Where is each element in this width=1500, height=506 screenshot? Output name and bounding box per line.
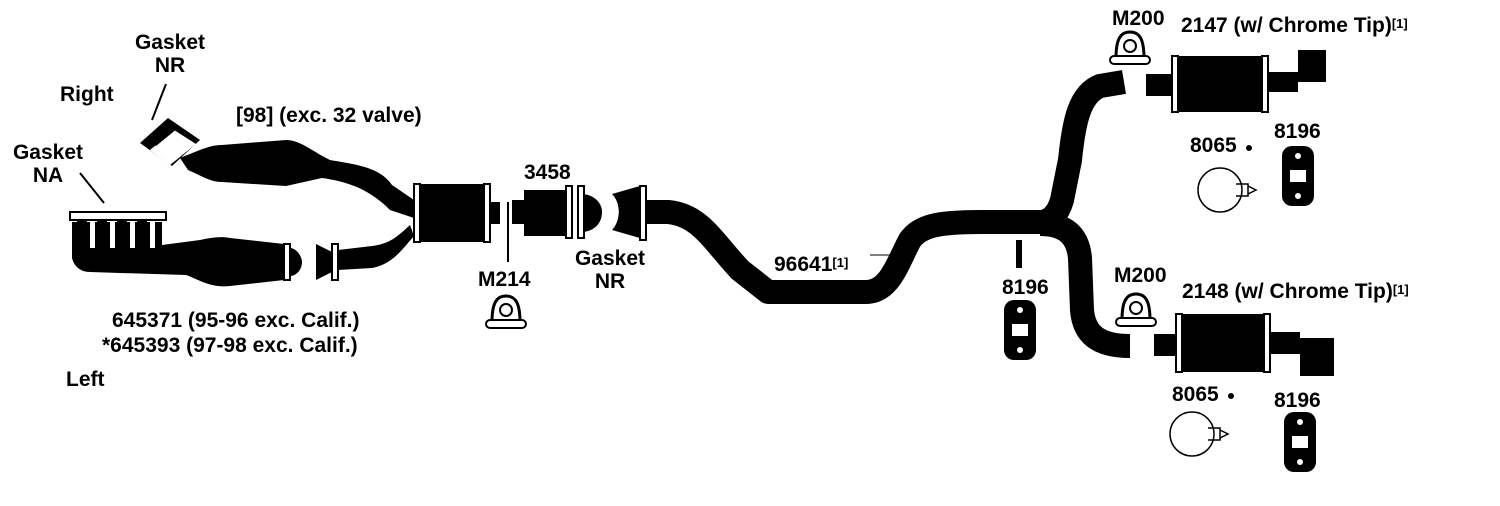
label-8065-lower: 8065 [1172, 383, 1219, 406]
label-m214: M214 [478, 268, 531, 291]
label-gasket-na: Gasket NA [12, 141, 84, 187]
gasket-nr-middle [612, 185, 647, 241]
label-part-645371: 645371 (95-96 exc. Calif.) [112, 309, 360, 332]
hanger-8196-lower-icon [1284, 412, 1316, 472]
bullet-8065-lower [1228, 393, 1234, 399]
pipe-3458 [512, 185, 602, 239]
label-8196-lower: 8196 [1274, 389, 1321, 412]
label-right: Right [60, 83, 114, 106]
label-gasket-nr-mid: Gasket NR [574, 247, 646, 293]
hanger-8196-upper-icon [1282, 146, 1314, 206]
u-clamp-m200-lower-icon [1115, 292, 1157, 327]
intermediate-pipe-96641 [646, 70, 1126, 304]
label-part-645393: *645393 (97-98 exc. Calif.) [102, 334, 358, 357]
label-3458: 3458 [524, 161, 571, 184]
u-clamp-m200-upper-icon [1109, 30, 1151, 65]
label-left: Left [66, 368, 105, 391]
label-m200-lower: M200 [1114, 264, 1167, 287]
muffler-2148 [1154, 313, 1334, 376]
label-8196-upper: 8196 [1274, 120, 1321, 143]
gasket-nr-right [140, 118, 200, 166]
label-8065-upper: 8065 [1190, 134, 1237, 157]
clamp-8065-upper-icon [1197, 167, 1258, 213]
label-muffler-2148: 2148 (w/ Chrome Tip)[1] [1182, 280, 1409, 303]
right-catalytic-converter [180, 140, 414, 218]
clamp-8065-lower-icon [1169, 411, 1230, 457]
label-m200-upper: M200 [1112, 7, 1165, 30]
u-clamp-m214-icon [485, 294, 527, 329]
y-pipe-converter [413, 183, 500, 243]
hanger-8196-mid-icon [1004, 300, 1036, 360]
label-left-cat-note: [98] (exc. 32 valve) [236, 104, 422, 127]
bullet-8065-upper [1246, 145, 1252, 151]
label-muffler-2147: 2147 (w/ Chrome Tip)[1] [1181, 14, 1408, 37]
label-gasket-nr-top: Gasket NR [134, 31, 206, 77]
hanger-rod-8196-mid [1016, 240, 1022, 268]
label-8196-mid: 8196 [1002, 276, 1049, 299]
leader-gasket-nr-top [151, 83, 167, 121]
label-96641: 96641[1] [774, 253, 849, 276]
leader-gasket-na [79, 172, 105, 204]
left-manifold [69, 211, 284, 287]
lower-branch-pipe [1039, 212, 1131, 358]
left-cat-flanges [283, 225, 414, 281]
muffler-2147 [1146, 50, 1326, 113]
